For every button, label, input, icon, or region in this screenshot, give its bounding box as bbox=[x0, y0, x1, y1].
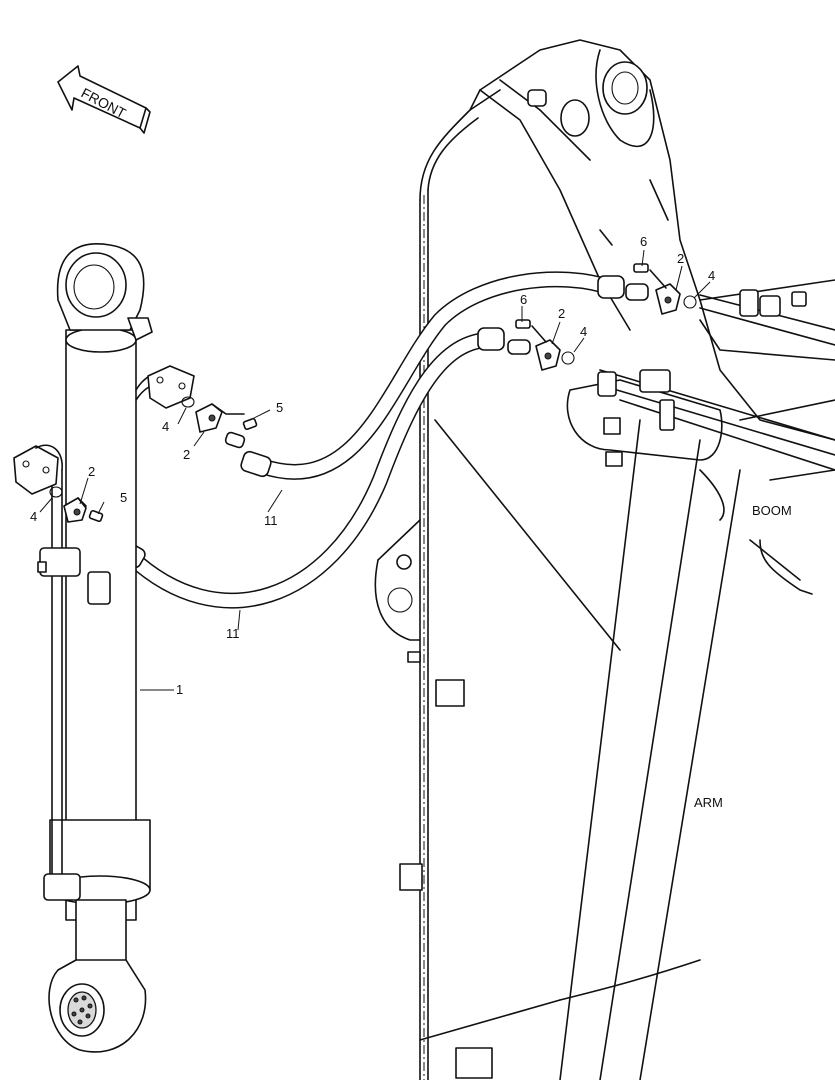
callout-numbers: 1 11 11 4 2 5 4 2 5 6 2 4 6 2 4 bbox=[30, 234, 715, 697]
callout-clamp-mid-right: 2 bbox=[558, 306, 565, 321]
flange-block-upper bbox=[147, 365, 195, 409]
callout-bolt-upper-right: 6 bbox=[640, 234, 647, 249]
flange-block-lower bbox=[13, 444, 63, 495]
hydraulic-cylinder bbox=[37, 243, 161, 1053]
callout-bolt-mid-right: 6 bbox=[520, 292, 527, 307]
arm-label: ARM bbox=[694, 795, 723, 810]
callout-oring-upper-right: 4 bbox=[708, 268, 715, 283]
callout-clamp-upper-left: 2 bbox=[183, 447, 190, 462]
callout-clamp-lower-left: 2 bbox=[88, 464, 95, 479]
callout-bolt-lower-left: 5 bbox=[120, 490, 127, 505]
exploded-hardware bbox=[49, 263, 697, 523]
boom-label: BOOM bbox=[752, 503, 792, 518]
boom-structure bbox=[469, 39, 835, 595]
callout-oring-lower-left: 4 bbox=[30, 509, 37, 524]
arm-structure bbox=[374, 89, 741, 1080]
callout-bolt-upper-left: 5 bbox=[276, 400, 283, 415]
callout-hose-lower: 11 bbox=[226, 626, 240, 641]
callout-oring-upper-left: 4 bbox=[162, 419, 169, 434]
front-direction-arrow: FRONT bbox=[57, 65, 151, 134]
hose-upper bbox=[254, 271, 620, 480]
bearing-rollers bbox=[71, 995, 93, 1025]
callout-clamp-upper-right: 2 bbox=[677, 251, 684, 266]
callout-cylinder: 1 bbox=[176, 682, 183, 697]
hose-lower bbox=[122, 332, 498, 609]
leader-lines bbox=[39, 249, 711, 691]
callout-hose-upper: 11 bbox=[264, 513, 278, 528]
callout-oring-mid-right: 4 bbox=[580, 324, 587, 339]
